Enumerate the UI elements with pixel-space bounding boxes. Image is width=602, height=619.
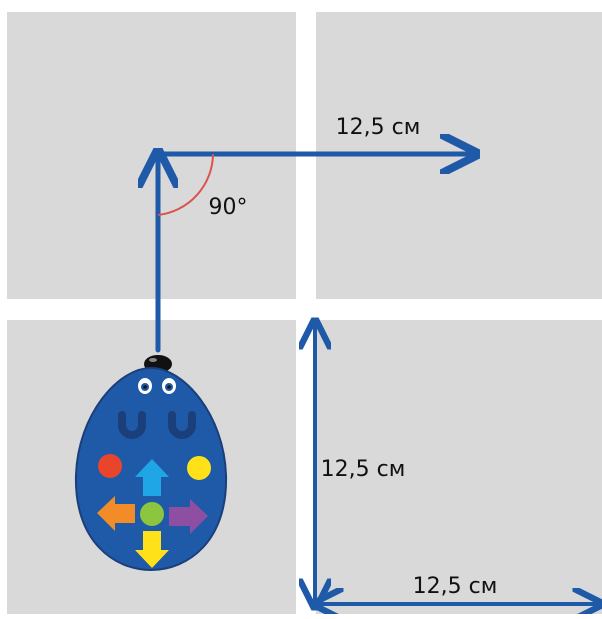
forward-arrow-icon: [135, 459, 169, 496]
green-button-icon: [140, 502, 164, 526]
bottom-distance-label: 12,5 см: [413, 574, 498, 599]
right-arrow-icon: [169, 499, 208, 534]
right-pupil-dot-icon: [167, 385, 171, 389]
backward-arrow-icon: [135, 531, 169, 568]
angle-arc: [157, 153, 214, 216]
yellow-button-icon: [187, 456, 211, 480]
left-pupil-dot-icon: [143, 385, 147, 389]
robot-mouth-marks: [118, 411, 196, 439]
dimension-arrows: [315, 324, 598, 604]
right-vertical-distance-label: 12,5 см: [321, 457, 406, 482]
right-cheek-mark-icon: [168, 411, 196, 439]
movement-path: [158, 154, 472, 353]
left-arrow-icon: [97, 496, 135, 531]
angle-label: 90°: [209, 195, 248, 220]
top-right-distance-label: 12,5 см: [336, 115, 421, 140]
robot-top-knob-shine: [149, 358, 157, 362]
tile-bottom-right: [316, 320, 602, 614]
red-button-icon: [98, 454, 122, 478]
left-cheek-mark-icon: [118, 411, 146, 439]
robot-eyes: [138, 378, 176, 394]
robot-toy: [74, 355, 228, 572]
